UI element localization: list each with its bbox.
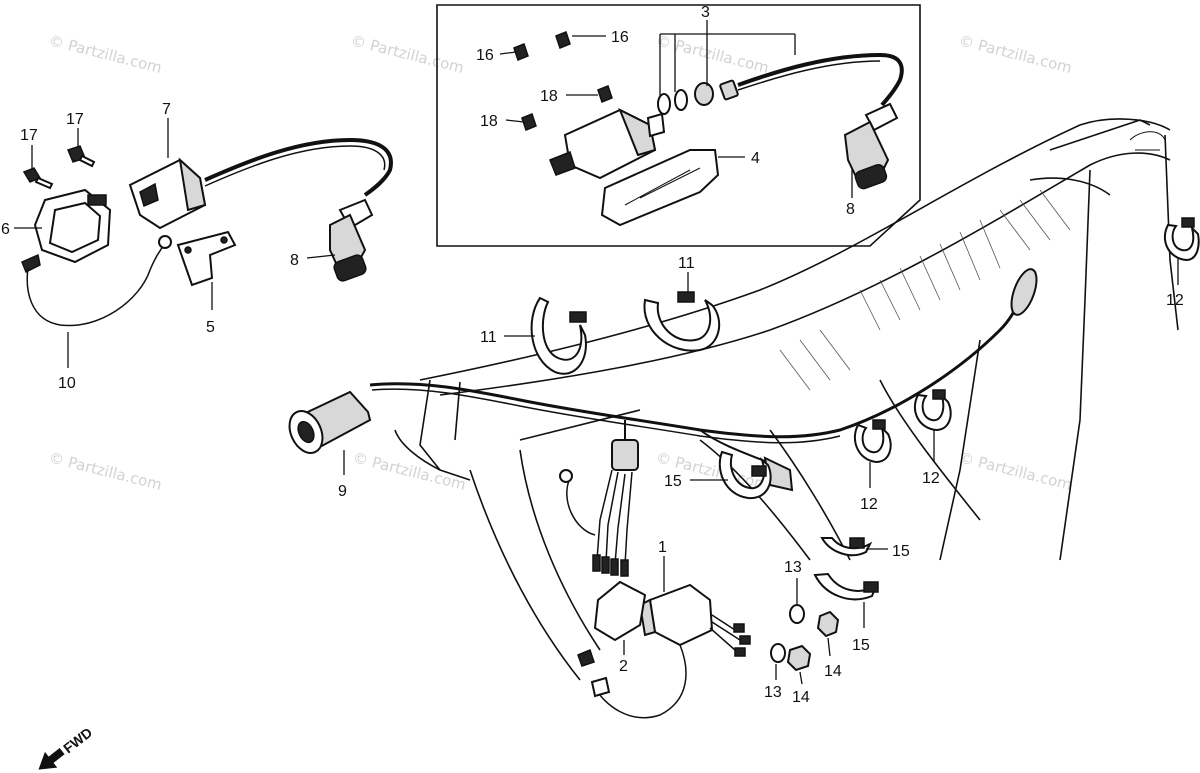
callout-8-left: 8	[290, 252, 299, 269]
harness-connector	[611, 439, 639, 471]
harness-terminal	[620, 559, 629, 577]
stay-bracket	[176, 230, 237, 287]
callout-13-lower: 13	[764, 684, 782, 701]
bolt-17-left	[22, 167, 54, 190]
harness-end-connector	[1010, 268, 1038, 316]
clamp-15-c	[813, 572, 879, 601]
band-clamp-11-right	[643, 291, 721, 352]
clamp-12-c	[1163, 217, 1200, 262]
watermark: © Partzilla.com	[47, 448, 164, 493]
harness-terminal	[601, 556, 610, 574]
harness-ring-terminal	[559, 469, 573, 483]
callout-2: 2	[619, 658, 628, 675]
callout-1: 1	[658, 539, 667, 556]
ground-lead	[21, 235, 172, 327]
leader-lines	[14, 20, 1179, 685]
coil-band	[33, 188, 112, 264]
callout-18-lower: 18	[480, 113, 498, 130]
callout-8-inset: 8	[846, 201, 855, 218]
nut-14-upper	[816, 610, 840, 638]
callout-14-lower: 14	[792, 689, 810, 706]
callout-16-right: 16	[611, 29, 629, 46]
callout-4: 4	[751, 150, 760, 167]
ignition-coil	[128, 137, 393, 230]
headlight-socket	[288, 390, 372, 454]
callout-11-right: 11	[678, 255, 695, 272]
watermark: © Partzilla.com	[349, 31, 466, 76]
washer-13-upper	[789, 604, 805, 624]
gasket	[593, 580, 647, 642]
forward-arrow-icon	[38, 748, 65, 770]
clamp-15-a	[718, 450, 772, 500]
wire-harness	[369, 299, 1022, 566]
callout-labels: 1 2 3 4 5 6 7 8 8 9 10 11 11 12 12 12 13…	[1, 4, 1184, 706]
harness-terminal	[610, 558, 619, 576]
watermark: © Partzilla.com	[957, 448, 1074, 493]
callout-6: 6	[1, 221, 10, 238]
callout-18-upper: 18	[540, 88, 558, 105]
callout-9: 9	[338, 483, 347, 500]
callout-11-left: 11	[480, 329, 497, 346]
callout-17-left: 17	[20, 127, 38, 144]
washer-13-lower	[770, 643, 786, 663]
clamp-12-a	[853, 419, 892, 464]
forward-direction-indicator: FWD	[38, 724, 95, 770]
watermark: © Partzilla.com	[47, 31, 164, 76]
callout-13-upper: 13	[784, 559, 802, 576]
forward-label: FWD	[60, 724, 95, 756]
callout-10: 10	[58, 375, 76, 392]
spark-plug-cap	[329, 198, 374, 282]
callout-5: 5	[206, 319, 215, 336]
clamp-12-b	[913, 389, 952, 432]
harness-terminal	[592, 554, 601, 572]
callout-16-left: 16	[476, 47, 494, 64]
callout-12-b: 12	[922, 470, 940, 487]
bolt-17-right	[66, 145, 96, 168]
inset-spark-plug-cap	[843, 102, 899, 190]
callout-3: 3	[701, 4, 710, 21]
callout-17-right: 17	[66, 111, 84, 128]
callout-15-c: 15	[852, 637, 870, 654]
callout-12-a: 12	[860, 496, 878, 513]
inset-bolts	[513, 31, 613, 131]
watermark: © Partzilla.com	[957, 31, 1074, 76]
callout-14-upper: 14	[824, 663, 842, 680]
callout-15-b: 15	[892, 543, 910, 560]
band-clamp-11-left	[530, 296, 587, 375]
inset-washers	[657, 79, 739, 115]
callout-15-a: 15	[664, 473, 682, 490]
callout-12-c: 12	[1166, 292, 1184, 309]
callout-7: 7	[162, 101, 171, 118]
watermark: © Partzilla.com	[654, 31, 771, 76]
inset-ignition-coil	[549, 107, 666, 180]
watermark: © Partzilla.com	[351, 448, 468, 493]
nut-14-lower	[786, 644, 812, 672]
clamp-15-b	[820, 537, 873, 557]
